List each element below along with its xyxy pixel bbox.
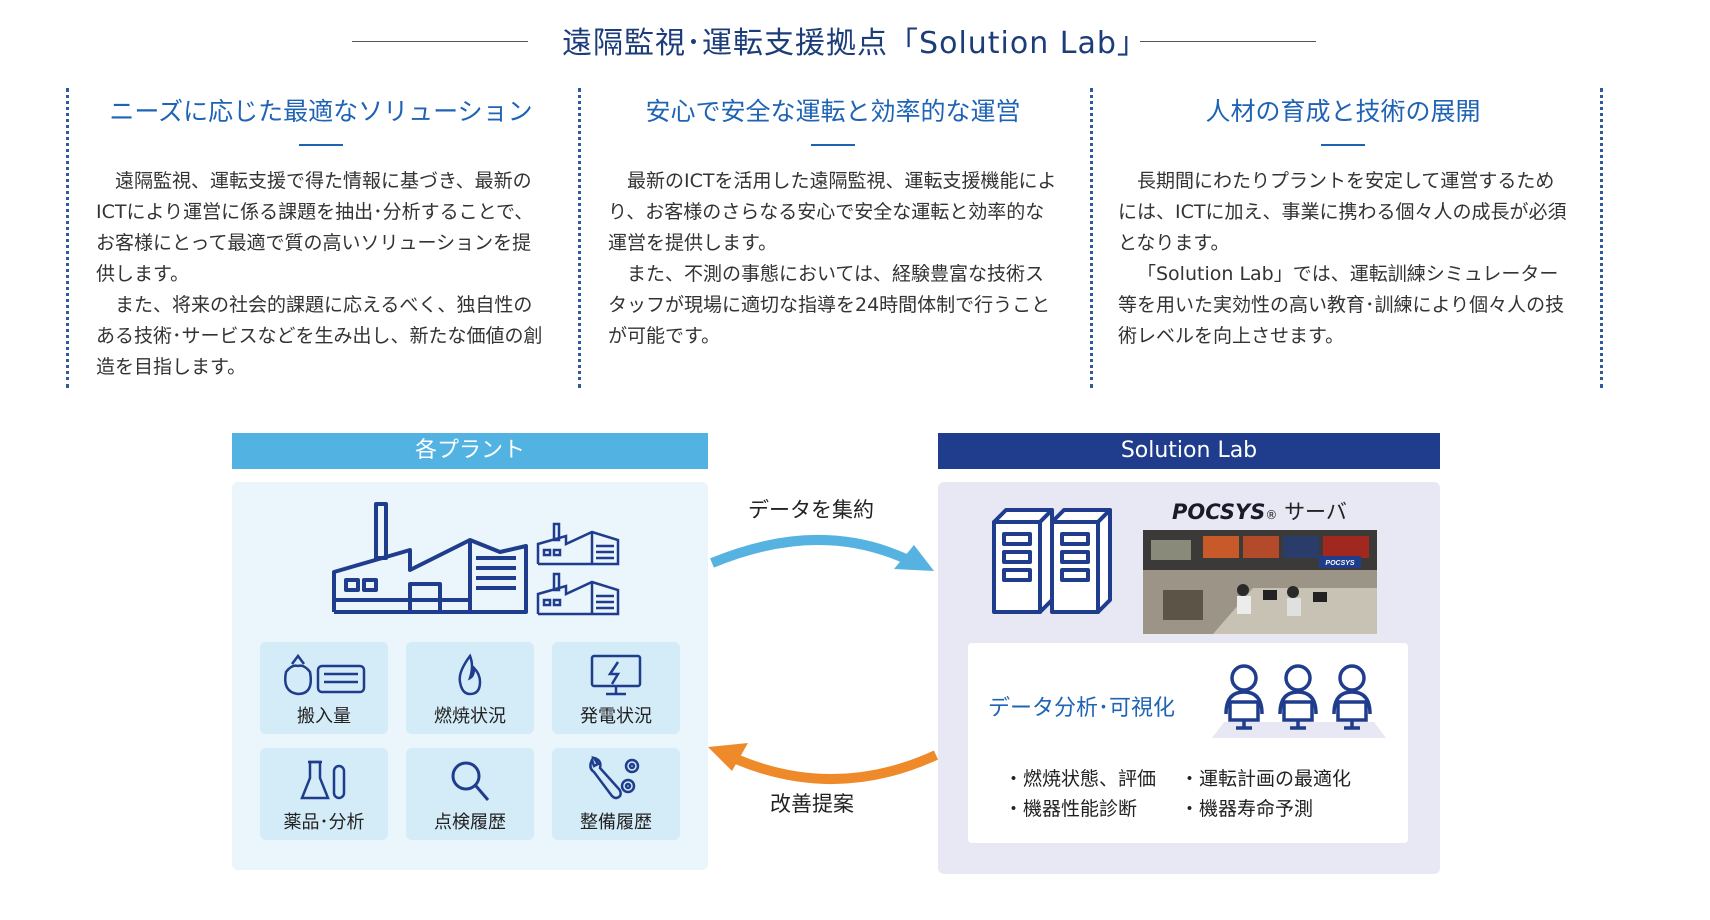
tile-maintenance: 整備履歴 [552, 748, 680, 840]
column-heading: 人材の育成と技術の展開 [1205, 97, 1481, 126]
power-monitor-icon [590, 654, 642, 696]
column-divider [1600, 88, 1603, 388]
analysis-item: ・機器性能診断 [1004, 798, 1138, 820]
tile-power: 発電状況 [552, 642, 680, 734]
tile-waste-amount: 搬入量 [260, 642, 388, 734]
factory-small-icon [536, 522, 620, 566]
solution-lab-header: Solution Lab [938, 433, 1440, 469]
pocsys-brand: POCSYS [1172, 500, 1266, 524]
waste-icon [284, 653, 366, 696]
column-paragraph: 長期間にわたりプラントを安定して運営するためには、ICTに加え、事業に携わる個々… [1118, 170, 1567, 254]
column-heading: ニーズに応じた最適なソリューション [109, 97, 533, 126]
wrench-gear-icon [589, 756, 640, 800]
analysis-box [968, 643, 1408, 843]
magnifier-icon [451, 761, 490, 801]
column-talent: 人材の育成と技術の展開 長期間にわたりプラントを安定して運営するためには、ICT… [1118, 88, 1568, 352]
photo-screen-text: POCSYS [1325, 560, 1355, 567]
analysis-title: データ分析･可視化 [988, 696, 1176, 721]
tile-inspection: 点検履歴 [406, 748, 534, 840]
analysis-item: ・機器寿命予測 [1180, 798, 1314, 820]
pocsys-server-label: POCSYS® サーバ [1172, 496, 1347, 526]
column-divider [578, 88, 581, 388]
column-divider [66, 88, 69, 388]
tile-label: 薬品･分析 [283, 812, 365, 833]
column-safety: 安心で安全な運転と効率的な運営 最新のICTを活用した遠隔監視、運転支援機能によ… [608, 88, 1058, 352]
column-paragraph: 「Solution Lab」では、運転訓練シミュレーター等を用いた実効性の高い教… [1118, 263, 1565, 347]
analysis-item: ・運転計画の最適化 [1180, 768, 1352, 790]
factory-small-icon [536, 572, 620, 616]
flame-icon [458, 653, 482, 696]
column-body: 長期間にわたりプラントを安定して運営するためには、ICTに加え、事業に携わる個々… [1118, 166, 1568, 352]
arrow-label-improve: 改善提案 [770, 792, 854, 816]
control-room-photo: POCSYS [1143, 530, 1377, 634]
tile-label: 燃焼状況 [434, 706, 506, 727]
tile-combustion: 燃焼状況 [406, 642, 534, 734]
tile-label: 点検履歴 [434, 812, 506, 833]
column-paragraph: 最新のICTを活用した遠隔監視、運転支援機能により、お客様のさらなる安心で安全な… [608, 170, 1057, 254]
column-paragraph: 遠隔監視、運転支援で得た情報に基づき、最新のICTにより運営に係る課題を抽出･分… [96, 170, 534, 285]
column-solutions: ニーズに応じた最適なソリューション 遠隔監視、運転支援で得た情報に基づき、最新の… [96, 88, 546, 383]
title-rule-right [1140, 41, 1316, 42]
column-body: 遠隔監視、運転支援で得た情報に基づき、最新のICTにより運営に係る課題を抽出･分… [96, 166, 546, 383]
server-icon [992, 508, 1112, 614]
tile-label: 発電状況 [580, 706, 652, 727]
column-paragraph: また、不測の事態においては、経験豊富な技術スタッフが現場に適切な指導を24時間体… [608, 263, 1051, 347]
registered-mark: ® [1265, 508, 1278, 522]
arrow-label-collect: データを集約 [748, 498, 874, 522]
heading-underline [811, 144, 855, 146]
column-divider [1090, 88, 1093, 388]
column-body: 最新のICTを活用した遠隔監視、運転支援機能により、お客様のさらなる安心で安全な… [608, 166, 1058, 352]
pocsys-suffix: サーバ [1284, 500, 1347, 524]
tile-chemicals: 薬品･分析 [260, 748, 388, 840]
flask-icon [300, 760, 346, 800]
operators-icon [1212, 664, 1386, 738]
plant-header: 各プラント [232, 433, 708, 469]
title-rule-left [352, 41, 528, 42]
page-title: 遠隔監視･運転支援拠点「Solution Lab」 [562, 26, 1148, 61]
heading-underline [1321, 144, 1365, 146]
improvement-proposal-arrow [708, 743, 938, 785]
factory-icon [332, 502, 528, 614]
tile-label: 整備履歴 [580, 812, 652, 833]
column-heading: 安心で安全な運転と効率的な運営 [645, 97, 1021, 126]
collect-data-arrow [710, 534, 934, 571]
analysis-item: ・燃焼状態、評価 [1004, 768, 1157, 790]
heading-underline [299, 144, 343, 146]
column-paragraph: また、将来の社会的課題に応えるべく、独自性のある技術･サービスなどを生み出し、新… [96, 294, 543, 378]
tile-label: 搬入量 [297, 706, 351, 727]
